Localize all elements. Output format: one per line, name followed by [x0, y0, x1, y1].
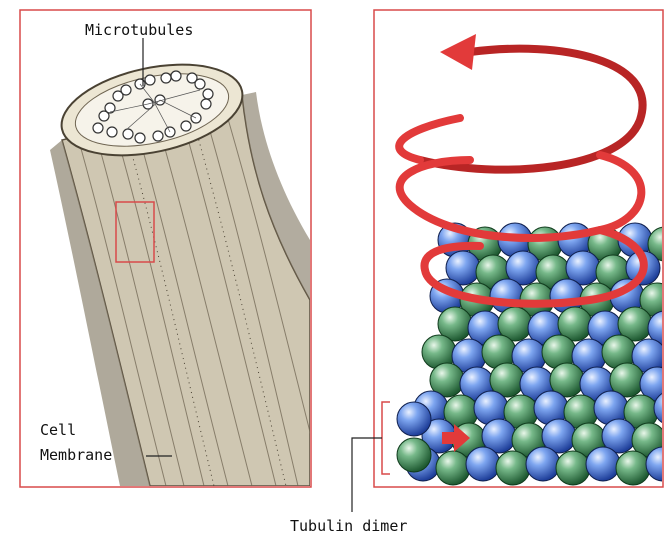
tubulin-green	[496, 451, 530, 485]
dimer-green	[397, 438, 431, 472]
dimer-blue	[397, 402, 431, 436]
label-tubulin-dimer: Tubulin dimer	[290, 516, 407, 536]
tubulin-green	[616, 451, 650, 485]
tubulin-blue	[586, 447, 620, 481]
label-cell: Cell	[40, 420, 76, 440]
tubulin-green	[556, 451, 590, 485]
label-microtubules: Microtubules	[85, 20, 193, 40]
label-membrane: Membrane	[40, 445, 112, 465]
tubulin-blue	[526, 447, 560, 481]
tubulin-blue	[466, 447, 500, 481]
tubulin-green	[436, 451, 470, 485]
